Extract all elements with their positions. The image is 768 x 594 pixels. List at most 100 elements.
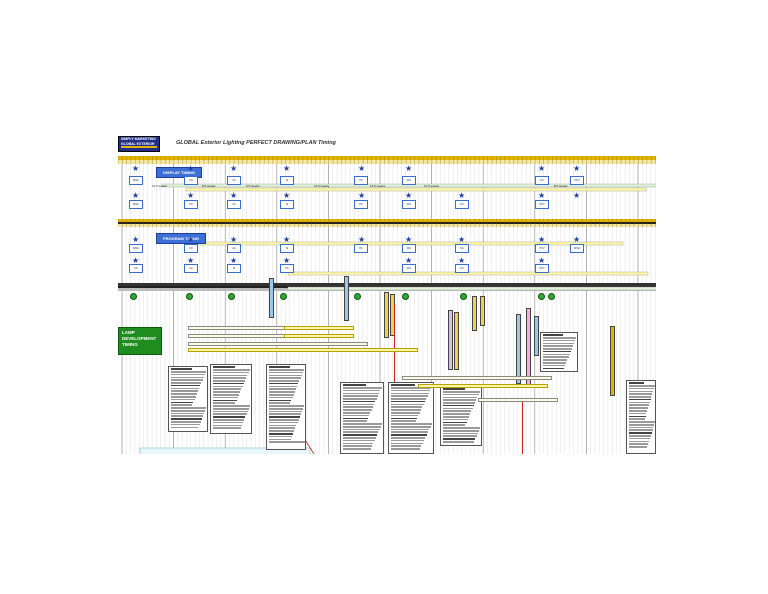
calendar-strip [118,160,656,164]
text-note-block [210,364,252,434]
task-segment-bar [418,384,548,388]
star-icon: ★ [358,164,366,173]
star-icon: ★ [283,164,291,173]
star-icon: ★ [538,235,546,244]
calendar-strip [118,156,656,160]
red-marker-line [394,304,395,454]
program-timing-label: PROGRAM TIMING [156,233,206,244]
lamp-box-line-2: DEVELOPMENT [122,336,157,341]
milestone-box: FDJ [402,200,416,209]
milestone-box: SI [280,176,294,185]
star-icon: ★ [187,256,195,265]
section-divider [118,222,656,224]
milestone-box: PA [354,244,368,253]
calendar-strip [118,219,656,223]
milestone-box: AA [227,176,241,185]
milestone-ring-icon [460,293,467,300]
star-icon: ★ [573,164,581,173]
milestone-box: AA [227,200,241,209]
red-marker-line [522,398,523,454]
milestone-box: PA [354,200,368,209]
logo-line-2: GLOBAL EXTERIOR [121,142,155,146]
milestone-box: PPV [535,244,549,253]
milestone-ring-icon [354,293,361,300]
text-note-block [626,380,656,454]
star-icon: ★ [573,191,581,200]
milestone-box: KO [129,264,143,273]
milestone-box: FDJ [402,176,416,185]
star-icon: ★ [230,256,238,265]
milestone-box: PPV [535,264,549,273]
duration-label: 8.5 weeks [554,184,568,188]
milestone-box: M1 [455,244,469,253]
star-icon: ★ [573,235,581,244]
duration-label: 21.5 weeks [314,184,330,188]
star-icon: ★ [358,191,366,200]
milestone-box: SPAC [570,244,584,253]
milestone-box: SPAC [129,176,143,185]
star-icon: ★ [458,235,466,244]
star-icon: ★ [187,235,195,244]
star-icon: ★ [187,164,195,173]
milestone-ring-icon [402,293,409,300]
star-icon: ★ [283,191,291,200]
text-note-block [440,386,482,446]
callout-box [139,447,311,454]
star-icon: ★ [230,235,238,244]
milestone-box: SI [280,244,294,253]
milestone-box: AA [227,244,241,253]
lamp-development-timing-box: LAMP DEVELOPMENT TIMING [118,327,162,355]
text-note-block [266,364,306,450]
milestone-box: M1 [455,264,469,273]
star-icon: ★ [132,191,140,200]
logo-line-1: SIMPLY MARKETING [121,137,156,141]
milestone-box: SI [227,264,241,273]
milestone-box: PA [354,176,368,185]
text-note-block [540,332,578,372]
star-icon: ★ [132,235,140,244]
star-icon: ★ [187,191,195,200]
company-logo: SIMPLY MARKETING GLOBAL EXTERIOR [118,136,160,152]
status-bar [472,296,477,331]
status-bar [384,292,389,338]
milestone-ring-icon [548,293,555,300]
milestone-box: PPV [535,200,549,209]
calendar-strip [118,223,656,227]
calendar-strip [118,283,656,287]
milestone-box: M1 [535,176,549,185]
timing-chart-sheet: SIMPLY MARKETING GLOBAL EXTERIOR GLOBAL … [118,136,656,454]
milestone-box: PA [280,264,294,273]
star-icon: ★ [132,164,140,173]
star-icon: ★ [405,256,413,265]
status-bar [448,310,453,370]
status-bar [534,316,539,356]
task-segment-bar [188,334,288,338]
lamp-box-line-3: TIMING [122,342,138,347]
lamp-box-line-1: LAMP [122,330,135,335]
milestone-box: SI [280,200,294,209]
star-icon: ★ [405,235,413,244]
text-note-block [388,382,434,454]
star-icon: ★ [283,235,291,244]
star-icon: ★ [230,191,238,200]
duration-label: 13.5 weeks [370,184,386,188]
star-icon: ★ [405,164,413,173]
task-segment-bar [284,326,354,330]
text-note-block [340,382,384,454]
display-timing-label: DISPLAY TIMING [156,167,203,178]
status-bar [344,276,349,321]
star-icon: ★ [538,256,546,265]
milestone-box: AA [184,264,198,273]
star-icon: ★ [538,191,546,200]
duration-label: 8.5 weeks [202,184,216,188]
duration-bar [287,286,656,291]
status-bar [480,296,485,326]
milestone-ring-icon [280,293,287,300]
milestone-box: PPV [570,176,584,185]
star-icon: ★ [283,256,291,265]
milestone-box: KO [184,244,198,253]
milestone-box: SPAC [129,200,143,209]
milestone-box: KO [184,176,198,185]
task-segment-bar [284,334,354,338]
star-icon: ★ [405,191,413,200]
